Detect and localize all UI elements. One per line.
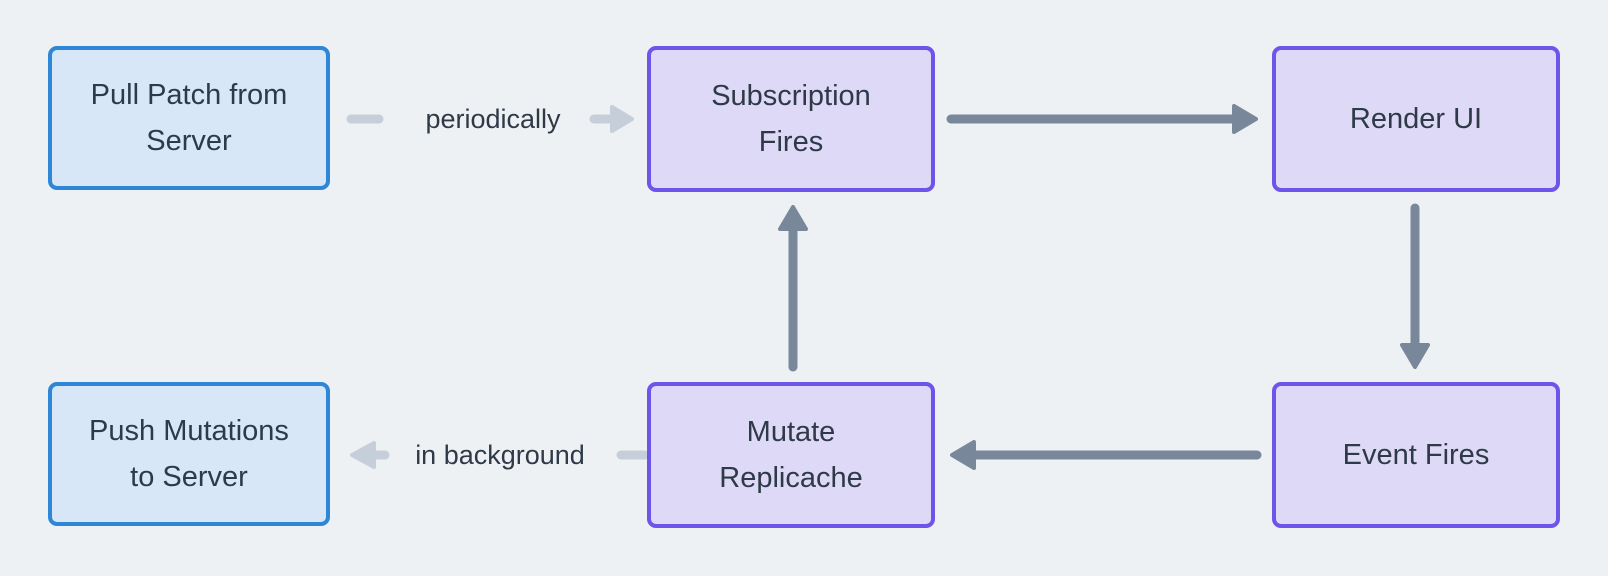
node-mutate-replicache: Mutate Replicache <box>647 382 935 528</box>
arrow-mutate-to-push <box>350 441 650 469</box>
node-label-line: Subscription <box>711 79 871 112</box>
node-render-ui: Render UI <box>1272 46 1560 192</box>
node-pull-patch-from-server: Pull Patch from Server <box>48 46 330 190</box>
edge-label-in-background: in background <box>415 440 585 470</box>
node-push-mutations-to-server: Push Mutations to Server <box>48 382 330 526</box>
node-label-line: Pull Patch from <box>90 78 288 111</box>
arrow-event-to-mutate <box>950 440 1262 470</box>
node-label-line: to Server <box>130 461 248 493</box>
node-label-line: Push Mutations <box>89 414 289 447</box>
node-label-line: Server <box>146 125 232 157</box>
node-label-line: Replicache <box>719 462 863 494</box>
node-label-line: Event Fires <box>1342 438 1490 471</box>
node-subscription-fires: Subscription Fires <box>647 46 935 192</box>
arrow-render-to-event <box>1400 203 1430 369</box>
node-label-line: Fires <box>758 126 824 158</box>
node-label-line: Render UI <box>1349 102 1483 135</box>
node-label-line: Mutate <box>746 415 836 448</box>
arrow-pull-to-subscription <box>346 105 634 133</box>
arrow-mutate-to-subscription <box>778 205 808 372</box>
node-event-fires: Event Fires <box>1272 382 1560 528</box>
edge-label-periodically: periodically <box>425 104 561 134</box>
arrow-subscription-to-render <box>946 104 1258 134</box>
